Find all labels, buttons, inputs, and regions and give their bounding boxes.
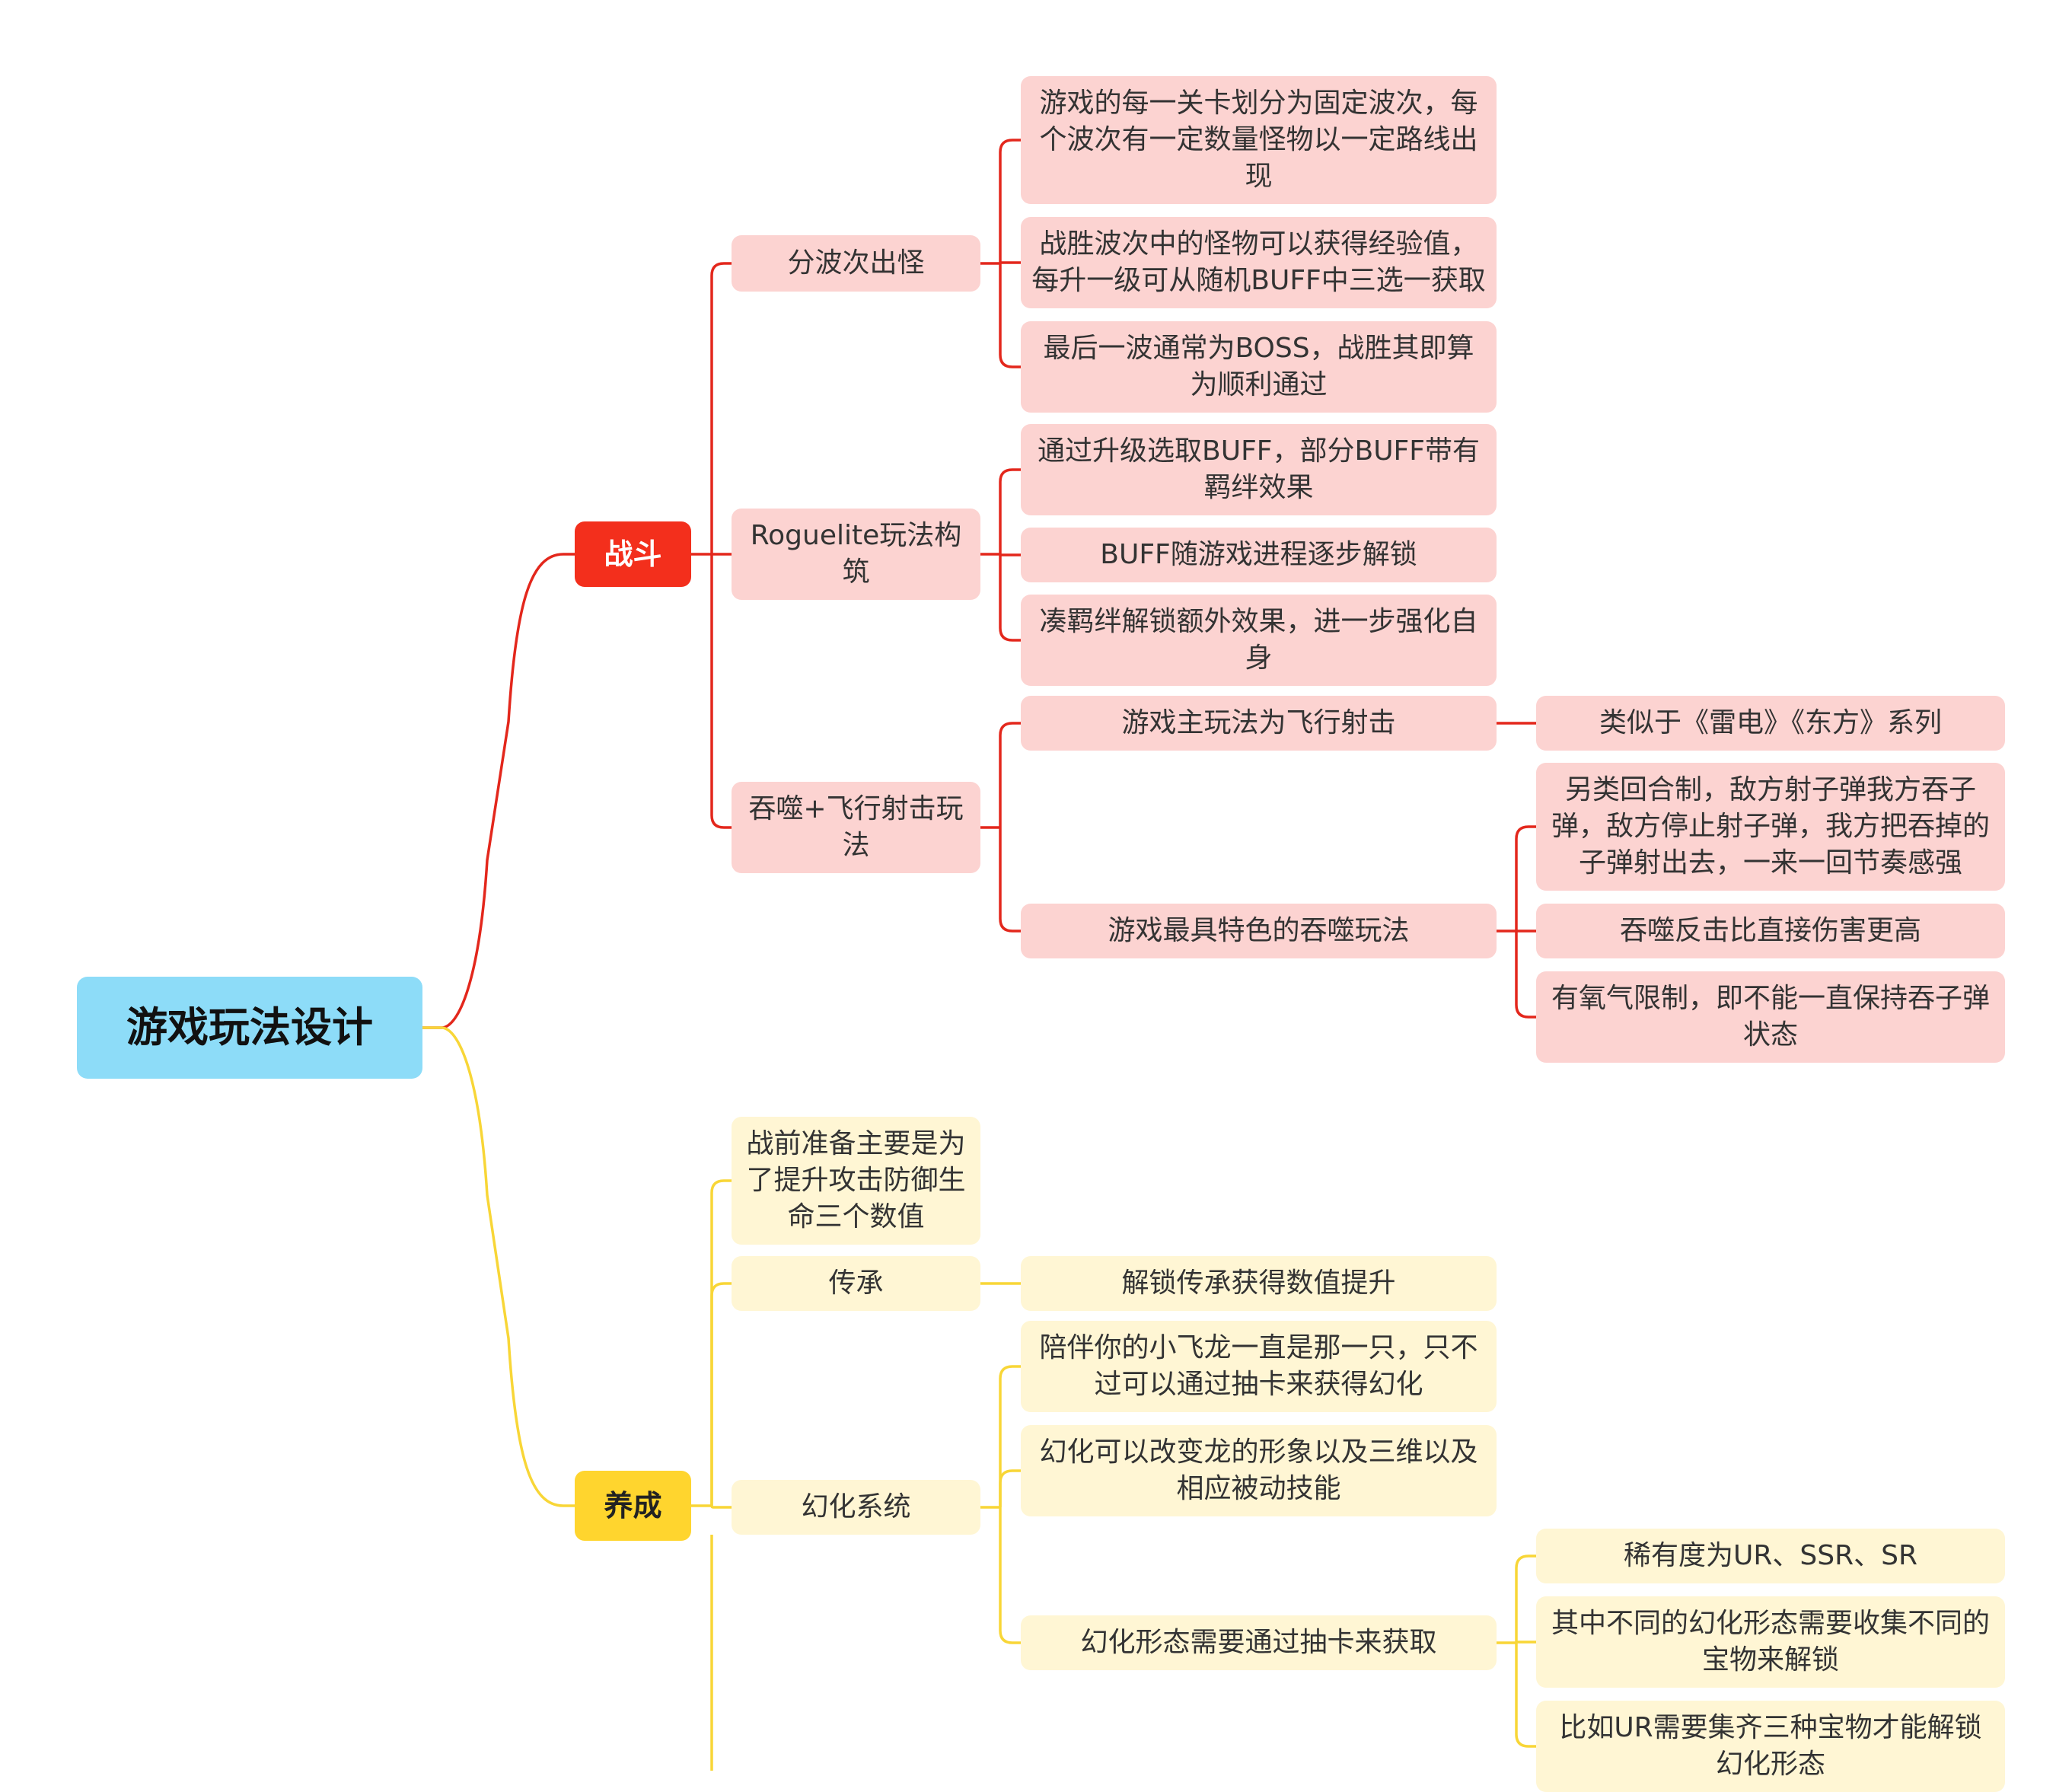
feature-item-2[interactable]: 吞噬反击比直接伤害更高 <box>1536 904 2005 958</box>
connector-line-35 <box>999 1469 1021 1507</box>
waves-item-1-text: 游戏的每一关卡划分为固定波次，每个波次有一定数量怪物以一定路线出现 <box>1039 88 1478 192</box>
topic-inherit[interactable]: 传承 <box>732 1256 980 1311</box>
connector-line-10 <box>999 139 1021 263</box>
gacha-item-1-text: 稀有度为UR、SSR、SR <box>1624 1540 1917 1571</box>
connector-line-16 <box>999 554 1021 642</box>
inherit-detail[interactable]: 解锁传承获得数值提升 <box>1021 1256 1497 1311</box>
feature-item-1-text: 另类回合制，敌方射子弹我方吞子弹，敌方停止射子弹，我方把吞掉的子弹射出去，一来一… <box>1551 774 1990 878</box>
devour-shooting[interactable]: 游戏主玩法为飞行射击 <box>1021 696 1497 751</box>
topic-prep-label: 战前准备主要是为了提升攻击防御生命三个数值 <box>746 1128 966 1232</box>
root-label: 游戏玩法设计 <box>126 1003 373 1051</box>
phantom-gacha[interactable]: 幻化形态需要通过抽卡来获取 <box>1021 1615 1497 1670</box>
waves-item-3-text: 最后一波通常为BOSS，战胜其即算为顺利通过 <box>1043 333 1474 400</box>
connector-line-25 <box>1515 931 1536 1019</box>
connector-line-27 <box>710 1179 732 1506</box>
devour-shooting-text: 游戏主玩法为飞行射击 <box>1121 707 1396 738</box>
roguelite-item-2-text: BUFF随游戏进程逐步解锁 <box>1100 539 1417 570</box>
gacha-item-2-text: 其中不同的幻化形态需要收集不同的宝物来解锁 <box>1551 1608 1990 1676</box>
connector-line-29 <box>710 1505 732 1509</box>
phantom-item-1-text: 陪伴你的小飞龙一直是那一只，只不过可以通过抽卡来获得幻化 <box>1039 1332 1478 1400</box>
connector-line-6 <box>710 262 732 554</box>
roguelite-item-2[interactable]: BUFF随游戏进程逐步解锁 <box>1021 528 1497 582</box>
topic-phantom-label: 幻化系统 <box>801 1491 911 1523</box>
topic-devour-label: 吞噬+飞行射击玩法 <box>748 793 964 861</box>
connector-line-18 <box>999 722 1021 827</box>
inherit-detail-text: 解锁传承获得数值提升 <box>1121 1267 1396 1299</box>
connector-line-36 <box>999 1507 1021 1644</box>
branch-growth-label: 养成 <box>604 1489 662 1523</box>
topic-prep[interactable]: 战前准备主要是为了提升攻击防御生命三个数值 <box>732 1117 980 1245</box>
feature-item-3-text: 有氧气限制，即不能一直保持吞子弹状态 <box>1551 983 1990 1051</box>
topic-waves[interactable]: 分波次出怪 <box>732 235 980 292</box>
phantom-item-1[interactable]: 陪伴你的小飞龙一直是那一只，只不过可以通过抽卡来获得幻化 <box>1021 1321 1497 1412</box>
connector-line-19 <box>999 827 1021 933</box>
connector-line-12 <box>999 263 1021 368</box>
roguelite-item-1[interactable]: 通过升级选取BUFF，部分BUFF带有羁绊效果 <box>1021 424 1497 515</box>
waves-item-3[interactable]: 最后一波通常为BOSS，战胜其即算为顺利通过 <box>1021 321 1497 413</box>
gacha-item-3[interactable]: 比如UR需要集齐三种宝物才能解锁幻化形态 <box>1536 1701 2005 1792</box>
phantom-gacha-text: 幻化形态需要通过抽卡来获取 <box>1080 1627 1437 1658</box>
feature-item-2-text: 吞噬反击比直接伤害更高 <box>1619 915 1921 946</box>
connector-line-40 <box>1515 1643 1536 1748</box>
devour-feature[interactable]: 游戏最具特色的吞噬玩法 <box>1021 904 1497 958</box>
topic-devour[interactable]: 吞噬+飞行射击玩法 <box>732 782 980 873</box>
connector-line-23 <box>1515 825 1536 931</box>
topic-phantom[interactable]: 幻化系统 <box>732 1480 980 1535</box>
branch-growth[interactable]: 养成 <box>575 1471 691 1541</box>
topic-roguelite-label: Roguelite玩法构筑 <box>750 520 962 588</box>
connector-line-2 <box>441 553 575 1029</box>
roguelite-item-3[interactable]: 凑羁绊解锁额外效果，进一步强化自身 <box>1021 595 1497 686</box>
waves-item-2[interactable]: 战胜波次中的怪物可以获得经验值，每升一级可从随机BUFF中三选一获取 <box>1021 217 1497 308</box>
shooting-detail-text: 类似于《雷电》《东方》系列 <box>1599 707 1942 738</box>
topic-roguelite[interactable]: Roguelite玩法构筑 <box>732 509 980 600</box>
connector-line-14 <box>999 468 1021 554</box>
branch-battle[interactable]: 战斗 <box>575 521 691 587</box>
branch-battle-label: 战斗 <box>604 537 662 571</box>
shooting-detail[interactable]: 类似于《雷电》《东方》系列 <box>1536 696 2005 751</box>
gacha-item-1[interactable]: 稀有度为UR、SSR、SR <box>1536 1529 2005 1583</box>
connector-line-8 <box>710 554 732 829</box>
root-node[interactable]: 游戏玩法设计 <box>77 977 422 1079</box>
connector-line-34 <box>999 1365 1021 1507</box>
connector-line-28 <box>710 1282 732 1506</box>
feature-item-3[interactable]: 有氧气限制，即不能一直保持吞子弹状态 <box>1536 971 2005 1063</box>
roguelite-item-3-text: 凑羁绊解锁额外效果，进一步强化自身 <box>1039 606 1478 674</box>
waves-item-2-text: 战胜波次中的怪物可以获得经验值，每升一级可从随机BUFF中三选一获取 <box>1031 228 1486 296</box>
roguelite-item-1-text: 通过升级选取BUFF，部分BUFF带有羁绊效果 <box>1038 435 1480 503</box>
topic-waves-label: 分波次出怪 <box>787 247 925 279</box>
connector-line-4 <box>441 1026 575 1507</box>
phantom-item-2-text: 幻化可以改变龙的形象以及三维以及相应被动技能 <box>1039 1436 1478 1504</box>
feature-item-1[interactable]: 另类回合制，敌方射子弹我方吞子弹，敌方停止射子弹，我方把吞掉的子弹射出去，一来一… <box>1536 763 2005 891</box>
topic-inherit-label: 传承 <box>828 1267 884 1299</box>
gacha-item-2[interactable]: 其中不同的幻化形态需要收集不同的宝物来解锁 <box>1536 1596 2005 1688</box>
gacha-item-3-text: 比如UR需要集齐三种宝物才能解锁幻化形态 <box>1559 1712 1982 1780</box>
waves-item-1[interactable]: 游戏的每一关卡划分为固定波次，每个波次有一定数量怪物以一定路线出现 <box>1021 76 1497 204</box>
connector-line-38 <box>1515 1554 1536 1643</box>
phantom-item-2[interactable]: 幻化可以改变龙的形象以及三维以及相应被动技能 <box>1021 1425 1497 1516</box>
devour-feature-text: 游戏最具特色的吞噬玩法 <box>1108 915 1410 946</box>
